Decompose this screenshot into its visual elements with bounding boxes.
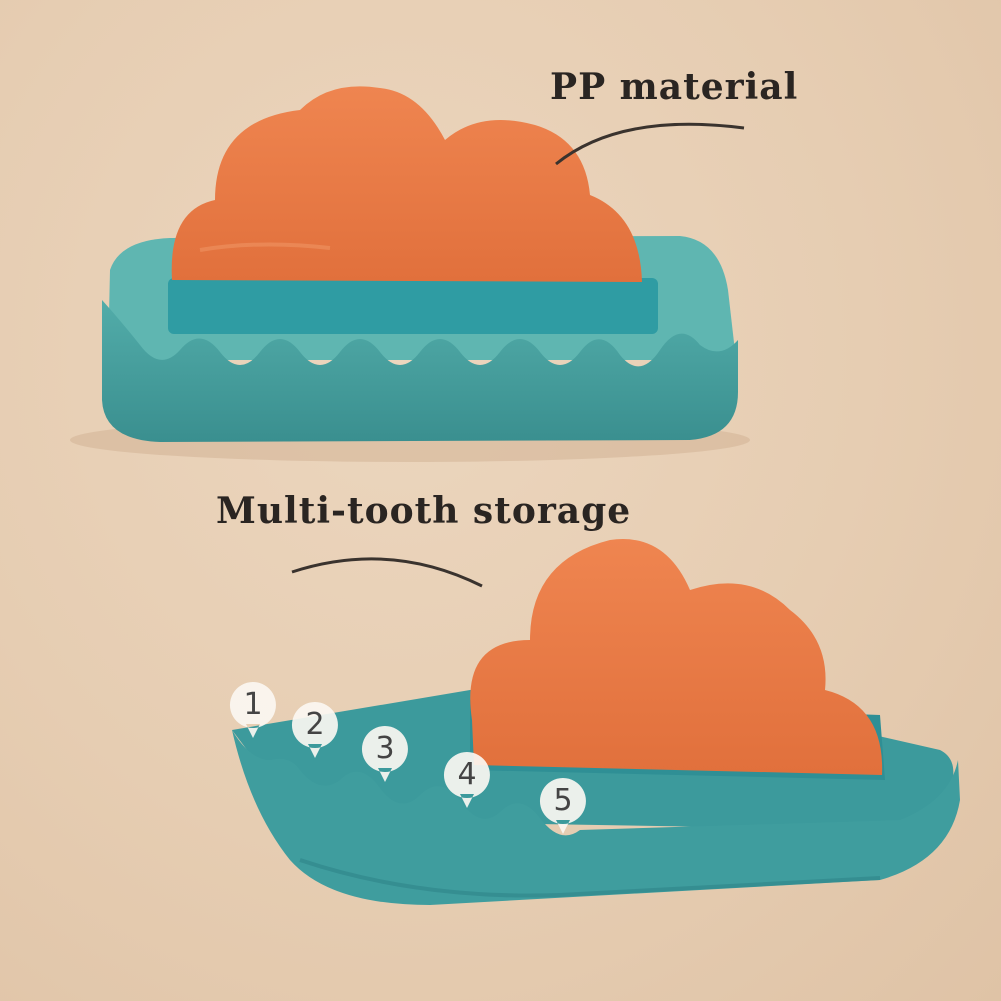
tooth-number: 2 xyxy=(305,707,325,742)
tooth-number: 1 xyxy=(243,687,263,722)
tooth-number: 5 xyxy=(553,783,573,818)
tooth-marker-5: 5 xyxy=(539,778,600,838)
tooth-number: 3 xyxy=(375,731,395,766)
top-spoon-holder xyxy=(70,86,750,462)
material-pointer-line xyxy=(555,122,745,166)
tooth-marker-2: 2 xyxy=(291,702,352,762)
tooth-number: 4 xyxy=(457,757,477,792)
storage-label: Multi-tooth storage xyxy=(216,490,632,532)
bottom-spoon-holder xyxy=(232,539,960,905)
tooth-marker-3: 3 xyxy=(361,726,422,786)
tooth-marker-1: 1 xyxy=(229,682,290,742)
tooth-marker-4: 4 xyxy=(443,752,504,812)
storage-pointer-line xyxy=(291,557,483,588)
material-label: PP material xyxy=(550,66,799,108)
